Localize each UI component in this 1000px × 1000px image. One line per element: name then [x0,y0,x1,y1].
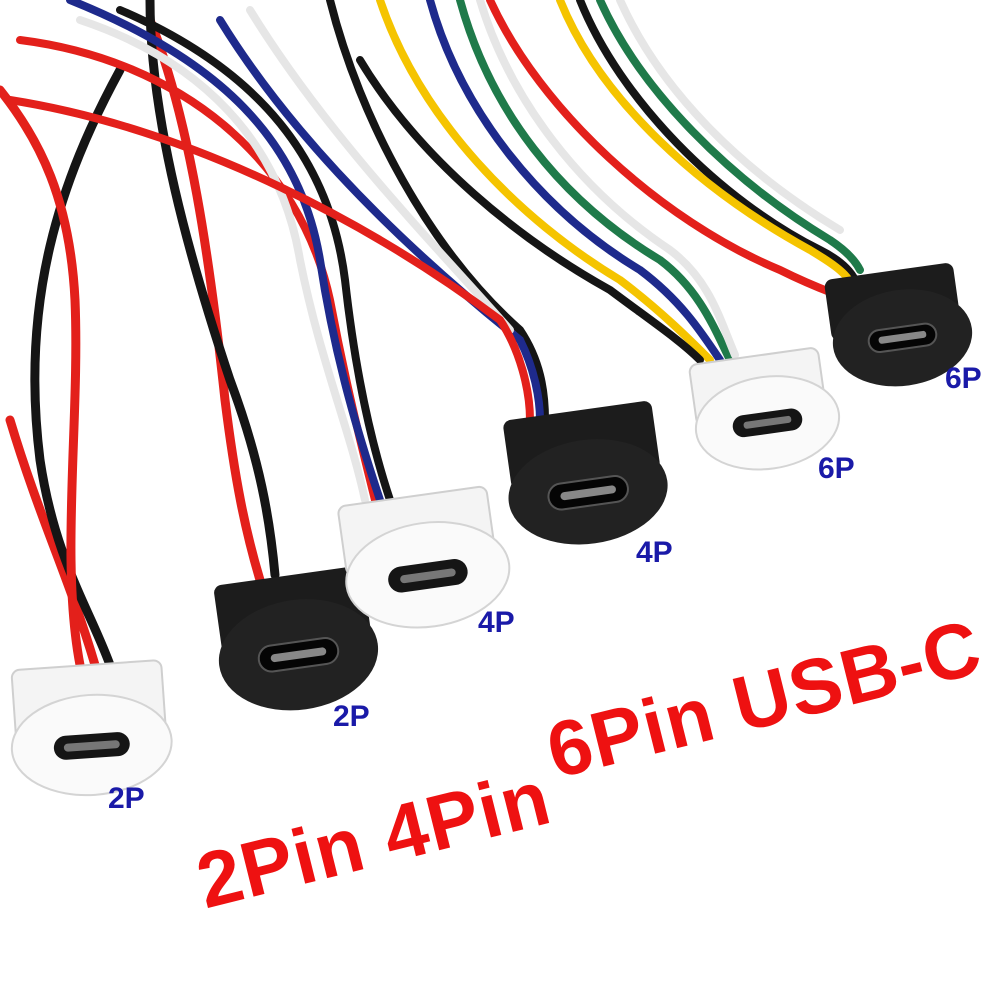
wire-red [6,96,534,424]
wire-blue [426,0,724,364]
wire-green [596,0,864,274]
wire-white [246,6,514,334]
wire-blue [66,0,384,504]
wire-black [576,0,859,284]
wire-black [145,0,280,580]
wire-white [476,0,739,359]
wire-black [30,65,125,670]
connector-white-6p [688,347,841,471]
connector-black-4p [503,401,668,545]
wire-yellow [556,0,854,286]
wire-red [0,85,85,670]
connector-black-6p [824,263,973,387]
label-black-2p: 2P [333,700,370,733]
label-white-6p: 6P [818,452,855,485]
wire-white [76,16,369,504]
wire-red [486,0,844,300]
wire-green [456,0,734,364]
wire-red [5,415,100,670]
connector-black-2p [214,566,379,711]
wire-black [116,6,394,504]
wire-yellow [376,0,714,364]
label-black-6p: 6P [945,362,982,395]
wire-white [616,0,844,234]
connector-white-4p [337,485,511,629]
connector-white-2p [10,659,173,797]
wires [0,0,864,670]
wire-black [356,56,704,364]
label-white-2p: 2P [108,782,145,815]
label-black-4p: 4P [636,536,673,569]
wire-black [326,0,549,424]
label-white-4p: 4P [478,606,515,639]
